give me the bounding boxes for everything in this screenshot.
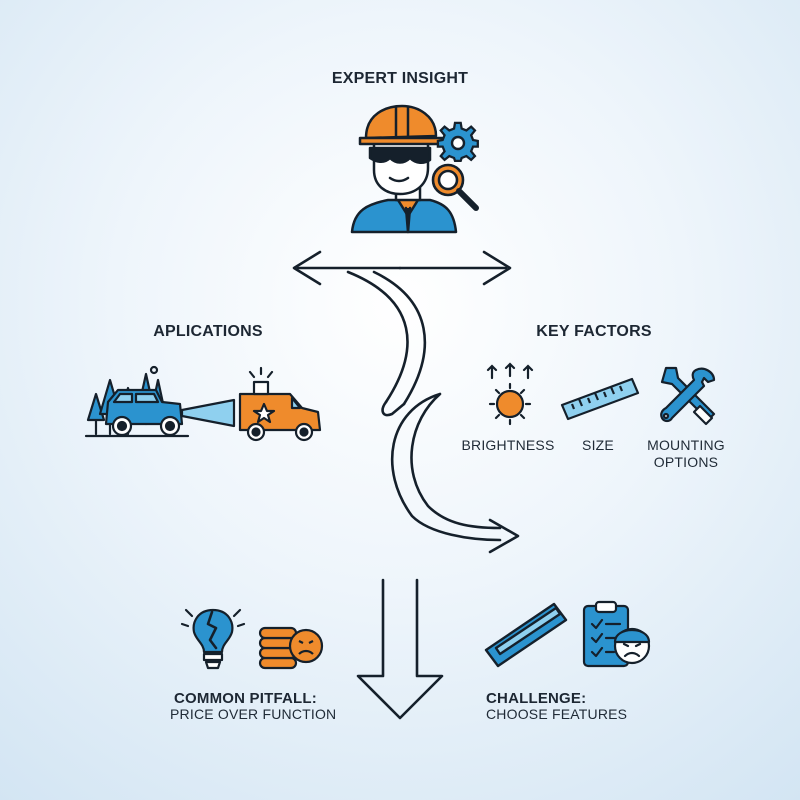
applications-title: APLICATIONS — [153, 323, 263, 340]
curve-band-upper — [346, 270, 427, 406]
engineer-icon — [350, 104, 458, 234]
broken-bulb-icon — [180, 608, 246, 670]
factor-mounting-label-line2: OPTIONS — [653, 454, 719, 470]
factor-brightness-label: BRIGHTNESS — [461, 437, 555, 453]
clipboard-frustrated-icon — [582, 600, 651, 668]
arrow-left — [292, 250, 402, 286]
coins-sad-icon — [258, 626, 324, 670]
light-bar-icon — [484, 602, 568, 668]
arrow-right — [398, 250, 512, 286]
challenge-title: CHALLENGE: — [486, 690, 587, 707]
vehicle-lights-icon — [84, 365, 322, 442]
expert-insight-title: EXPERT INSIGHT — [331, 70, 469, 87]
pitfall-title: COMMON PITFALL: — [174, 690, 317, 707]
factor-mounting-label: MOUNTING — [647, 437, 725, 453]
curve-band-lower — [391, 392, 502, 542]
wrench-screwdriver-icon — [660, 366, 716, 426]
emergency-van-icon — [238, 366, 322, 442]
arrow-lower-right — [488, 518, 520, 554]
factor-size-label: SIZE — [582, 437, 614, 453]
challenge-subtitle: CHOOSE FEATURES — [486, 706, 628, 722]
gear-icon — [436, 121, 479, 162]
arrow-down — [356, 578, 444, 720]
key-factors-title: KEY FACTORS — [536, 323, 652, 340]
offroad-vehicle-icon — [104, 388, 184, 437]
sun-icon — [486, 362, 534, 426]
magnifier-icon — [431, 163, 479, 211]
ruler-icon — [560, 377, 640, 421]
light-beam-icon — [180, 398, 236, 428]
pitfall-subtitle: PRICE OVER FUNCTION — [170, 706, 337, 722]
